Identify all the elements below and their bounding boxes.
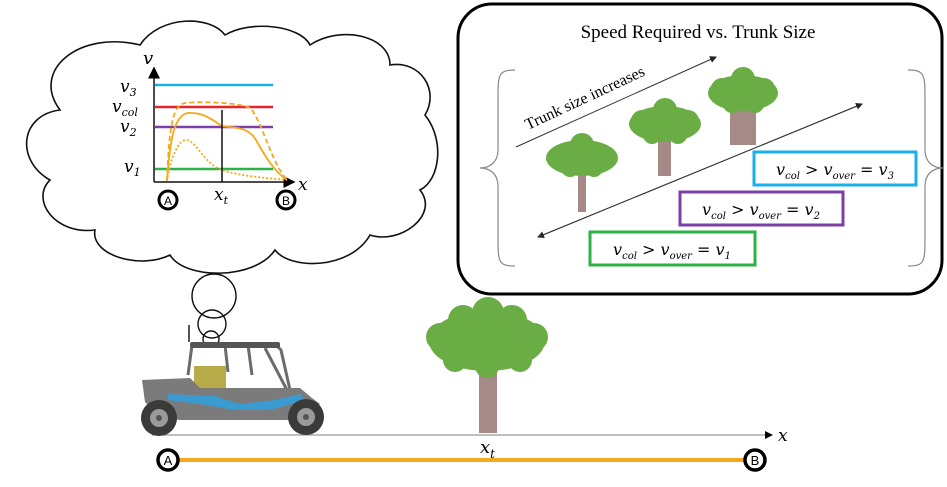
trunk-size-panel: Speed Required vs. Trunk Size Trunk size… <box>456 2 944 296</box>
thought-bubble-large <box>191 273 237 319</box>
graph-y-axis-label: v <box>143 48 153 69</box>
condition-box-v3: vcol > vover = v3 <box>752 150 918 187</box>
route-start-marker: A <box>156 448 180 472</box>
ground-xt-label: xt <box>480 437 495 461</box>
thought-cloud <box>25 20 439 274</box>
level-label-v1: v1 <box>124 157 141 179</box>
vehicle-rear-wheel <box>288 399 324 435</box>
panel-title: Speed Required vs. Trunk Size <box>581 22 816 43</box>
condition-box-v2: vcol > vover = v2 <box>678 190 845 227</box>
vehicle-accent-panel <box>168 394 305 410</box>
trunk-size-arrow <box>515 56 717 148</box>
tree-large <box>708 67 778 145</box>
svg-text:vcol > vover = v3: vcol > vover = v3 <box>776 160 894 182</box>
level-label-vcol: vcol <box>112 97 138 119</box>
vehicle-front-wheel <box>141 400 177 436</box>
svg-text:vcol > vover = v2: vcol > vover = v2 <box>702 200 820 222</box>
route-end-marker: B <box>743 448 767 472</box>
tree-medium <box>629 98 701 176</box>
graph-start-marker: A <box>157 189 179 211</box>
speed-profile-graph: v x v3 vcol v2 v1 xt A B <box>112 48 308 211</box>
speed-curve-dashed <box>166 101 288 182</box>
thought-bubble-trail <box>191 273 237 348</box>
graph-xt-label: xt <box>214 185 229 207</box>
svg-text:vcol > vover = v1: vcol > vover = v1 <box>613 240 731 262</box>
ground-tree <box>426 297 548 433</box>
graph-x-axis-label: x <box>298 175 308 195</box>
speed-curve-dotted <box>166 139 288 182</box>
ground-x-axis-label: x <box>778 426 788 446</box>
level-label-v2: v2 <box>120 117 137 139</box>
utv-vehicle <box>141 325 324 436</box>
graph-end-marker: B <box>275 189 297 211</box>
ground-x-axis-arrowhead <box>765 431 773 439</box>
left-brace <box>479 69 516 267</box>
svg-text:B: B <box>282 194 290 208</box>
right-brace <box>907 69 944 267</box>
vehicle-roof <box>190 342 280 348</box>
thought-bubble-medium <box>197 309 227 339</box>
svg-text:B: B <box>751 453 760 468</box>
vehicle-body <box>142 378 320 420</box>
speed-direction-arrow-up <box>537 103 863 238</box>
tree-small <box>546 133 618 212</box>
svg-text:A: A <box>164 194 172 208</box>
svg-text:A: A <box>164 453 173 468</box>
vehicle-seat <box>194 366 226 388</box>
condition-box-v1: vcol > vover = v1 <box>588 230 757 267</box>
level-label-v3: v3 <box>120 77 137 99</box>
